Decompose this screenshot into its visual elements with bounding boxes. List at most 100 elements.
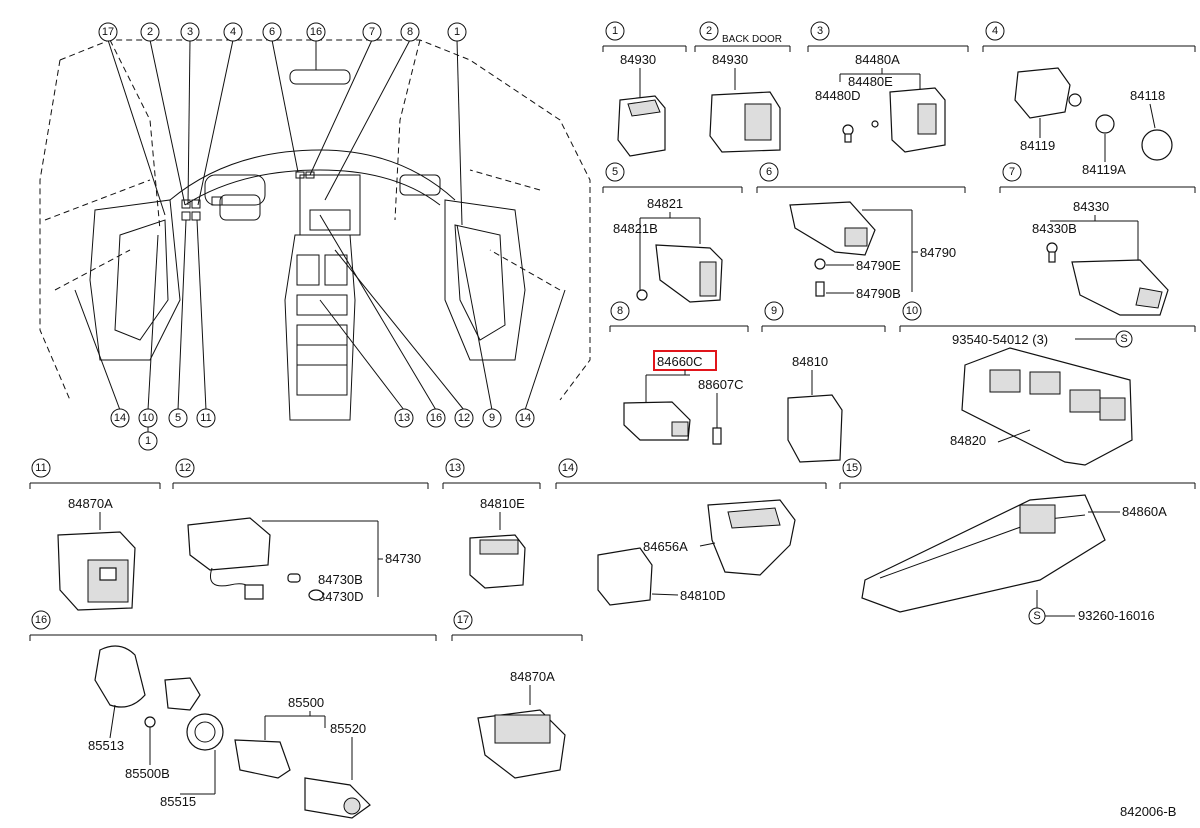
- section-4: 4 84118 84119 84119A: [982, 21, 1196, 177]
- part-84860A: 84860A: [1122, 504, 1167, 519]
- callout-9: 9: [489, 412, 495, 424]
- part-84730: 84730: [385, 551, 421, 566]
- part-85500: 85500: [288, 695, 324, 710]
- section-9: 9 84810: [761, 301, 886, 463]
- svg-text:2: 2: [706, 25, 712, 37]
- part-84790E: 84790E: [856, 258, 901, 273]
- part-84810D: 84810D: [680, 588, 726, 603]
- section-12: 12 84730 84730B 84730D: [172, 458, 429, 604]
- section-13: 13 84810E: [442, 458, 541, 589]
- part-85520: 85520: [330, 721, 366, 736]
- vehicle-overview: [39, 39, 591, 434]
- part-84821B: 84821B: [613, 221, 658, 236]
- callout-3: 3: [187, 26, 193, 38]
- callout-13: 13: [398, 412, 410, 424]
- section-10: 10 93540-54012 (3) S 84820: [899, 301, 1196, 466]
- switch-84810D: [597, 547, 653, 606]
- section-6: 6 84790 84790E 84790B: [756, 162, 966, 301]
- section-5: 5 84821 84821B: [602, 162, 743, 303]
- overview-callouts: 17 2 3 4 6 16 7 8 1 14 10 5 11 13 16 12 …: [98, 22, 535, 451]
- section-7: 7 84330 84330B: [999, 162, 1196, 316]
- svg-text:6: 6: [766, 166, 772, 178]
- part-84790: 84790: [920, 245, 956, 260]
- callout-2: 2: [147, 26, 153, 38]
- svg-text:12: 12: [179, 462, 191, 474]
- svg-text:3: 3: [817, 25, 823, 37]
- part-84930-backdoor: 84930: [712, 52, 748, 67]
- part-84930: 84930: [620, 52, 656, 67]
- section-8: 8 84660C 88607C: [609, 301, 749, 445]
- switch-84730: [187, 517, 271, 571]
- part-84820: 84820: [950, 433, 986, 448]
- callout-6: 6: [269, 26, 275, 38]
- callout-11: 11: [200, 412, 211, 424]
- svg-text:10: 10: [906, 305, 918, 317]
- part-93260-16016: 93260-16016: [1078, 608, 1155, 623]
- part-84480E: 84480E: [848, 74, 893, 89]
- svg-text:5: 5: [612, 166, 618, 178]
- svg-text:S: S: [1033, 610, 1040, 622]
- lighter-85520: [304, 777, 371, 819]
- part-84870A: 84870A: [68, 496, 113, 511]
- callout-1b: 1: [145, 435, 151, 447]
- svg-text:16: 16: [35, 614, 47, 626]
- part-84119A: 84119A: [1082, 162, 1126, 177]
- svg-text:7: 7: [1009, 166, 1015, 178]
- callout-16: 16: [310, 26, 322, 38]
- part-84330: 84330: [1073, 199, 1109, 214]
- callout-14-right: 14: [519, 412, 531, 424]
- part-84730B: 84730B: [318, 572, 363, 587]
- section-17: 17 84870A: [451, 610, 583, 779]
- section-3: 3 84480A 84480E 84480D: [807, 21, 969, 153]
- section-11: 11 84870A: [29, 458, 161, 611]
- part-84480A: 84480A: [855, 52, 900, 67]
- part-84660C: 84660C: [657, 354, 703, 369]
- part-84330B: 84330B: [1032, 221, 1077, 236]
- svg-text:4: 4: [992, 25, 998, 37]
- part-84810: 84810: [792, 354, 828, 369]
- callout-10: 10: [142, 412, 154, 424]
- svg-text:14: 14: [562, 462, 574, 474]
- callout-12: 12: [458, 412, 470, 424]
- part-85500B: 85500B: [125, 766, 170, 781]
- section-16: 16 85500 85520 85513 85500B 85515: [29, 610, 437, 819]
- callout-5: 5: [175, 412, 181, 424]
- svg-text:1: 1: [612, 25, 618, 37]
- part-84730D: 84730D: [318, 589, 364, 604]
- svg-text:8: 8: [617, 305, 623, 317]
- callout-7: 7: [369, 26, 375, 38]
- part-93540-54012: 93540-54012 (3): [952, 332, 1048, 347]
- section-14: 14 84656A 84810D: [555, 458, 827, 606]
- svg-text:17: 17: [457, 614, 469, 626]
- armrest-84860A: [861, 494, 1106, 613]
- callout-1: 1: [454, 26, 460, 38]
- svg-text:S: S: [1120, 333, 1127, 345]
- part-84790B: 84790B: [856, 286, 901, 301]
- part-88607C: 88607C: [698, 377, 744, 392]
- part-84118: 84118: [1130, 88, 1165, 103]
- part-84656A: 84656A: [643, 539, 688, 554]
- switch-84810: [787, 394, 843, 463]
- part-85513: 85513: [88, 738, 124, 753]
- svg-text:11: 11: [35, 462, 46, 474]
- section-15: 15 84860A S 93260-16016: [839, 458, 1196, 625]
- svg-text:15: 15: [846, 462, 858, 474]
- part-85515: 85515: [160, 794, 196, 809]
- callout-16b: 16: [430, 412, 442, 424]
- switch-84119: [1014, 67, 1071, 119]
- part-84870A-17: 84870A: [510, 669, 555, 684]
- part-84119: 84119: [1020, 138, 1055, 153]
- diagram-id: 842006-B: [1120, 804, 1176, 819]
- callout-4: 4: [230, 26, 236, 38]
- callout-17: 17: [102, 26, 114, 38]
- part-84810E: 84810E: [480, 496, 525, 511]
- section-2: 2 BACK DOOR 84930: [694, 21, 791, 153]
- part-84480D: 84480D: [815, 88, 861, 103]
- callout-8: 8: [407, 26, 413, 38]
- part-84821: 84821: [647, 196, 683, 211]
- socket-85513: [94, 645, 146, 708]
- svg-text:9: 9: [771, 305, 777, 317]
- svg-text:13: 13: [449, 462, 461, 474]
